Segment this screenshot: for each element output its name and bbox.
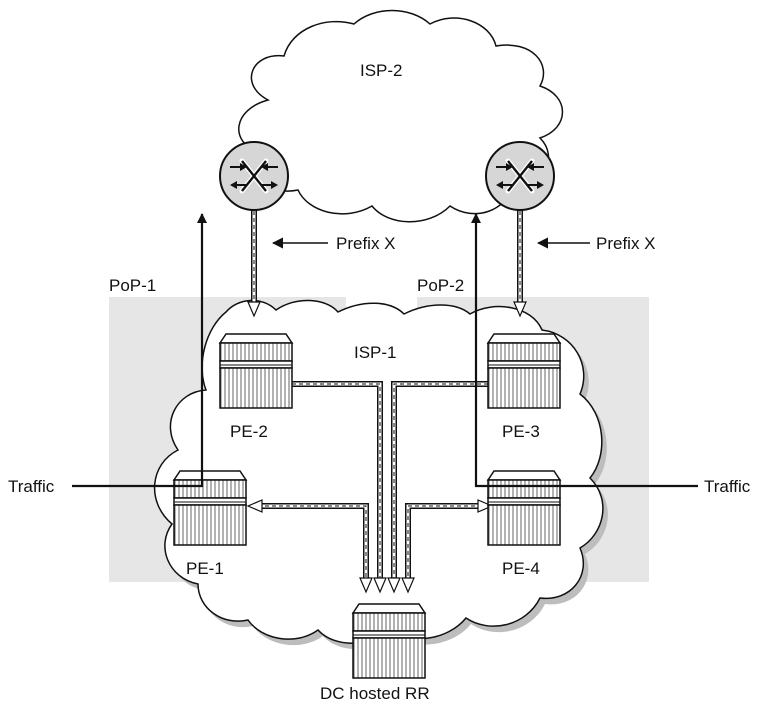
traffic-path-right [471,213,698,488]
pe3-router-icon [487,333,561,409]
traffic-label-left: Traffic [8,477,55,496]
rr-router-icon [352,603,426,679]
prefix-label-right: Prefix X [596,234,656,253]
pe1-label: PE-1 [186,559,224,578]
isp2-cloud [238,9,564,223]
pe1-router-icon [173,470,247,546]
pe2-label: PE-2 [230,422,268,441]
pe3-label: PE-3 [502,422,540,441]
rr-label: DC hosted RR [320,684,430,703]
pop1-label: PoP-1 [109,276,156,295]
pe4-router-icon [487,470,561,546]
pe4-label: PE-4 [502,559,540,578]
pop2-label: PoP-2 [417,276,464,295]
bgp-links [251,204,523,582]
traffic-label-right: Traffic [704,477,751,496]
pe2-router-icon [219,333,293,409]
traffic-path-left [72,213,207,488]
isp1-label: ISP-1 [354,343,397,362]
isp2-left-router-icon [220,142,288,210]
isp2-right-router-icon [486,142,554,210]
prefix-label-left: Prefix X [336,234,396,253]
isp2-label: ISP-2 [360,61,403,80]
bgp-link-arrowheads [246,301,527,594]
